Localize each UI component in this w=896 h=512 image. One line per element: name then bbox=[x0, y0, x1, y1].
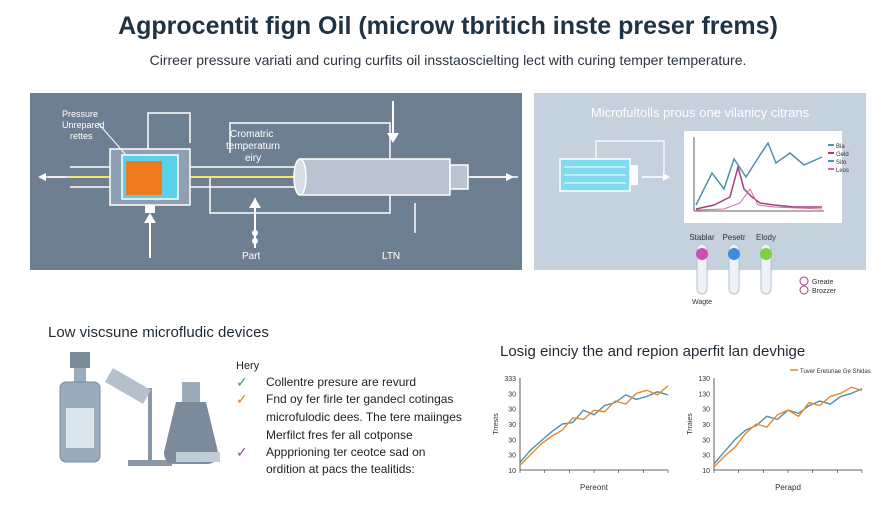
arrow-left-icon bbox=[38, 173, 66, 181]
y-tick-label: 10 bbox=[508, 468, 516, 475]
side-legend-item-1: Greate bbox=[812, 279, 834, 286]
cylinder-reactor bbox=[293, 158, 469, 196]
tube-blue bbox=[728, 243, 740, 295]
label-chromatic-line-2: temperaturn bbox=[226, 141, 280, 152]
y-tick-label: 333 bbox=[504, 376, 516, 383]
lab-stand-icon bbox=[104, 368, 172, 466]
checklist-item: Collentre presure are revurd bbox=[266, 375, 417, 389]
checklist: ✓ Collentre presure are revurd ✓ Fnd oy … bbox=[236, 372, 486, 492]
tube-label-1: Stablar bbox=[689, 233, 715, 242]
label-pressure-line-2: Unrepared bbox=[62, 120, 105, 130]
y-tick-label: 30 bbox=[702, 407, 710, 414]
checklist-item: ordition at pacs the tealitids: bbox=[266, 462, 415, 476]
series-line-1 bbox=[519, 391, 669, 463]
chart-legend: Tuver Ereturiae Ge Shidas bbox=[800, 369, 871, 375]
label-chromatic-line-3: eiry bbox=[245, 153, 261, 164]
microfluidic-analysis-panel: Microfultolls prous one vilanicy citrans bbox=[534, 93, 866, 270]
microfluidic-schematic: Pressure Unrepared rettes Cromatric temp… bbox=[38, 101, 518, 262]
legend-item-2: Geld bbox=[836, 152, 849, 158]
legend-item-1: Bla bbox=[836, 144, 845, 150]
y-tick-label: 30 bbox=[702, 422, 710, 429]
series-line-2 bbox=[519, 385, 669, 466]
arrow-right-small-icon bbox=[642, 173, 670, 181]
label-pressure-line-1: Pressure bbox=[62, 109, 98, 119]
devices-heading: Low viscsune microfludic devices bbox=[48, 324, 269, 341]
chip-tubing bbox=[595, 140, 665, 173]
test-tubes: Stablar Pesetr Elody Wagte Greate Brozze… bbox=[689, 233, 837, 306]
label-chromatic-line-1: Cromatric bbox=[230, 129, 273, 140]
legend-item-3: Sito bbox=[836, 160, 847, 166]
checklist-item: Appprioning ter ceotce sad on bbox=[266, 445, 426, 459]
trace-blue bbox=[695, 141, 823, 206]
x-axis-label: Pereont bbox=[580, 483, 609, 492]
plot-axes bbox=[693, 137, 824, 212]
tube-caption: Wagte bbox=[692, 299, 712, 306]
check-icon: ✓ bbox=[236, 374, 248, 390]
page-subtitle: Cirreer pressure variati and curing curf… bbox=[149, 52, 747, 68]
checklist-item: microfulodic dees. The tere maiinges bbox=[266, 410, 462, 424]
charts-heading: Losig einciy the and repion aperfit lan … bbox=[500, 343, 806, 360]
y-axis-label: Trraies bbox=[687, 413, 694, 435]
y-tick-label: 10 bbox=[702, 468, 710, 475]
y-tick-label: 30 bbox=[508, 437, 516, 444]
tube-green bbox=[760, 243, 772, 295]
y-tick-label: 30 bbox=[508, 453, 516, 460]
analysis-diagram: Microfultolls prous one vilanicy citrans bbox=[559, 105, 849, 223]
x-axis-label: Perapd bbox=[775, 483, 801, 492]
y-tick-label: 130 bbox=[698, 376, 710, 383]
tube-label-3: Elody bbox=[756, 233, 776, 242]
series-line-2 bbox=[713, 386, 863, 468]
arrow-right-icon bbox=[470, 173, 514, 181]
label-part: Part bbox=[242, 251, 261, 262]
series-line-1 bbox=[713, 388, 863, 465]
reagent-bottle-icon bbox=[59, 352, 101, 463]
y-tick-label: 30 bbox=[508, 391, 516, 398]
checklist-item: Merfilct fres fer all cotponse bbox=[266, 428, 413, 442]
side-legend-item-2: Brozzer bbox=[812, 288, 837, 295]
tube-label-2: Pesetr bbox=[722, 233, 745, 242]
trace-pink bbox=[695, 188, 823, 211]
trace-magenta bbox=[695, 164, 822, 210]
checklist-header: Hery bbox=[236, 360, 260, 372]
valve-stem bbox=[249, 198, 261, 248]
arrow-up-icon bbox=[144, 213, 156, 258]
side-legend: Greate Brozzer bbox=[799, 276, 837, 295]
check-icon: ✓ bbox=[236, 391, 248, 407]
checklist-item: Fnd oy fer firle ter gandecl cotingas bbox=[266, 392, 454, 406]
tube-magenta bbox=[696, 243, 708, 295]
y-tick-label: 30 bbox=[508, 422, 516, 429]
label-pressure-line-3: rettes bbox=[70, 131, 93, 141]
page-title: Agprocentit fign Oil (microw tbritich in… bbox=[118, 12, 778, 40]
y-tick-label: 130 bbox=[698, 391, 710, 398]
chip-stack bbox=[559, 158, 638, 192]
orange-chip bbox=[126, 161, 162, 195]
plot-legend: Bla Geld Sito Leos bbox=[828, 144, 849, 174]
y-axis-label: Trrests bbox=[493, 413, 500, 435]
label-leader-line bbox=[97, 122, 127, 156]
bottles-illustration bbox=[59, 352, 220, 466]
chip-connector bbox=[145, 205, 155, 213]
check-icon: ✓ bbox=[236, 444, 248, 460]
arrow-down-icon bbox=[387, 101, 399, 143]
label-ltn: LTN bbox=[382, 251, 400, 262]
analysis-title: Microfultolls prous one vilanicy citrans bbox=[591, 105, 810, 120]
y-tick-label: 30 bbox=[508, 407, 516, 414]
microfluidic-schematic-panel: Pressure Unrepared rettes Cromatric temp… bbox=[30, 93, 522, 270]
flask-icon bbox=[164, 382, 220, 464]
legend-item-4: Leos bbox=[836, 168, 849, 174]
y-tick-label: 30 bbox=[702, 437, 710, 444]
y-tick-label: 30 bbox=[702, 453, 710, 460]
